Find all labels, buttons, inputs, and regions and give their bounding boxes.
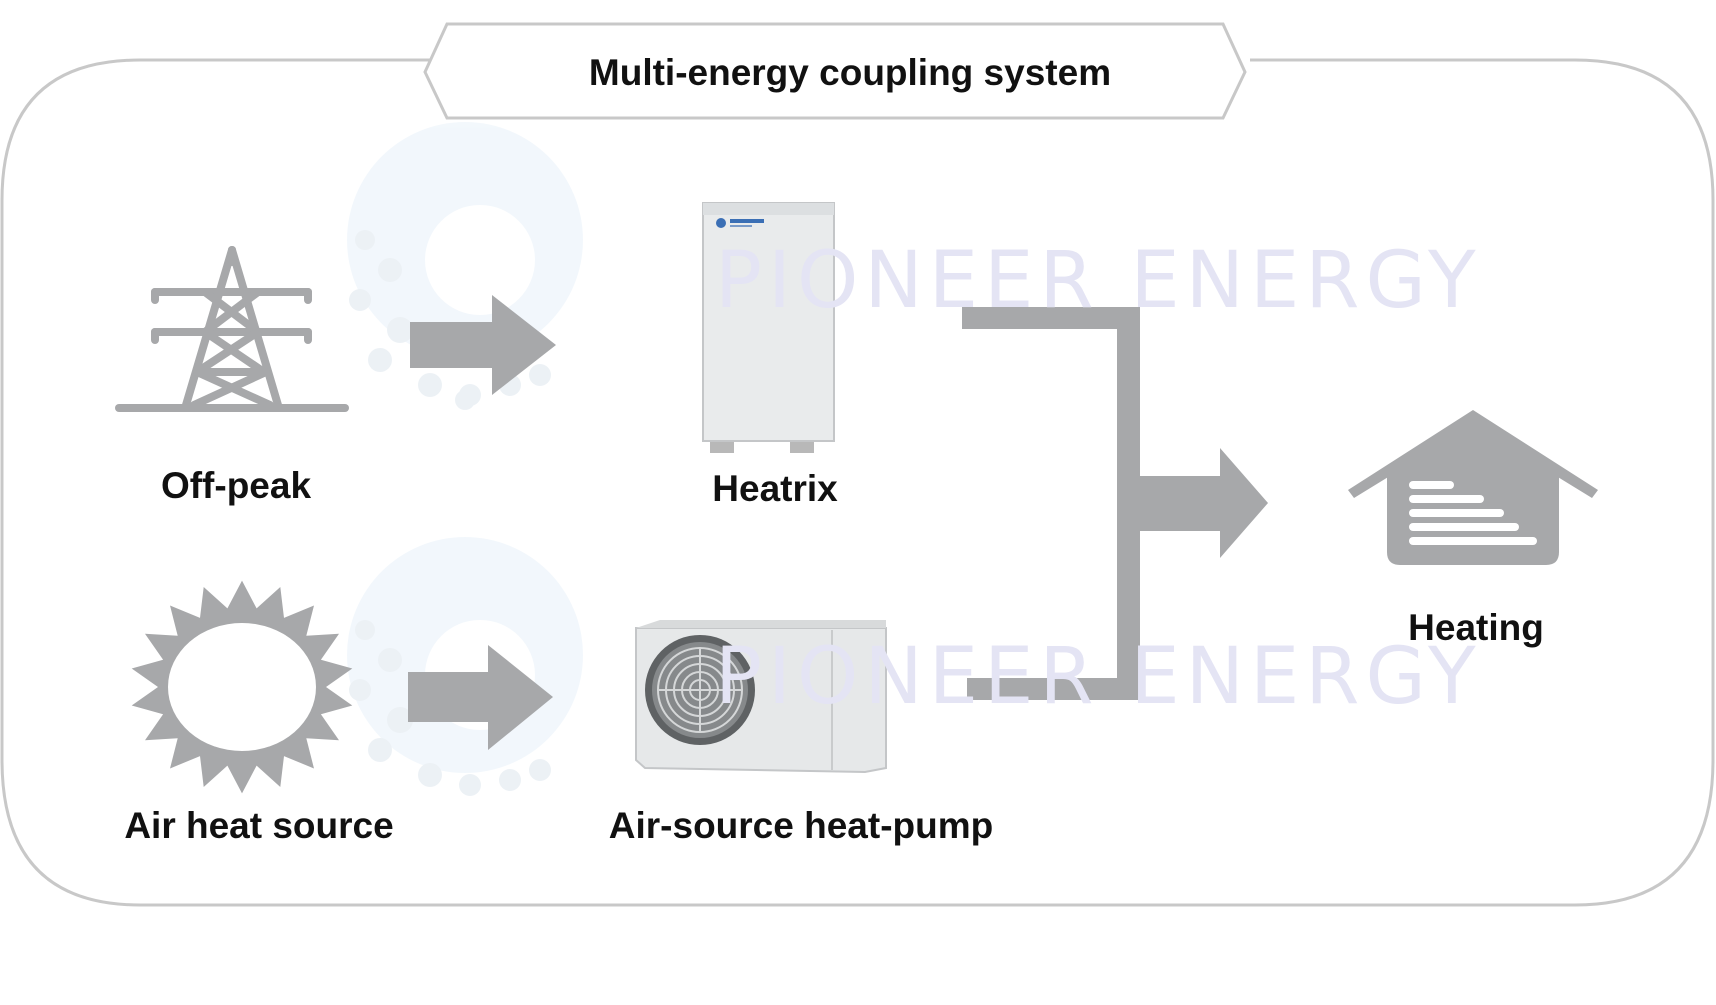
power-tower-icon <box>115 246 349 412</box>
logo-watermark-top <box>347 122 583 410</box>
system-frame <box>0 58 1715 907</box>
diagram-title: Multi-energy coupling system <box>588 52 1112 93</box>
merge-connector-arrow <box>962 307 1268 700</box>
label-heating: Heating <box>1408 607 1544 648</box>
house-heating-icon <box>1348 410 1598 565</box>
label-air-source-heat-pump: Air-source heat-pump <box>608 805 994 846</box>
heat-pump-unit-image <box>635 620 887 774</box>
label-heatrix: Heatrix <box>712 468 838 509</box>
label-air-heat-source: Air heat source <box>124 805 394 846</box>
sun-icon <box>131 580 353 794</box>
watermark-text-top: PIONEER ENERGY <box>715 236 1482 326</box>
heatrix-unit-image <box>702 202 835 453</box>
arrow-air-to-heatpump <box>408 645 553 750</box>
label-off-peak: Off-peak <box>160 465 312 506</box>
logo-watermark-bottom <box>347 537 583 796</box>
title-banner <box>423 22 1247 120</box>
arrow-offpeak-to-heatrix <box>410 295 556 395</box>
watermark-text-bottom: PIONEER ENERGY <box>715 632 1482 722</box>
